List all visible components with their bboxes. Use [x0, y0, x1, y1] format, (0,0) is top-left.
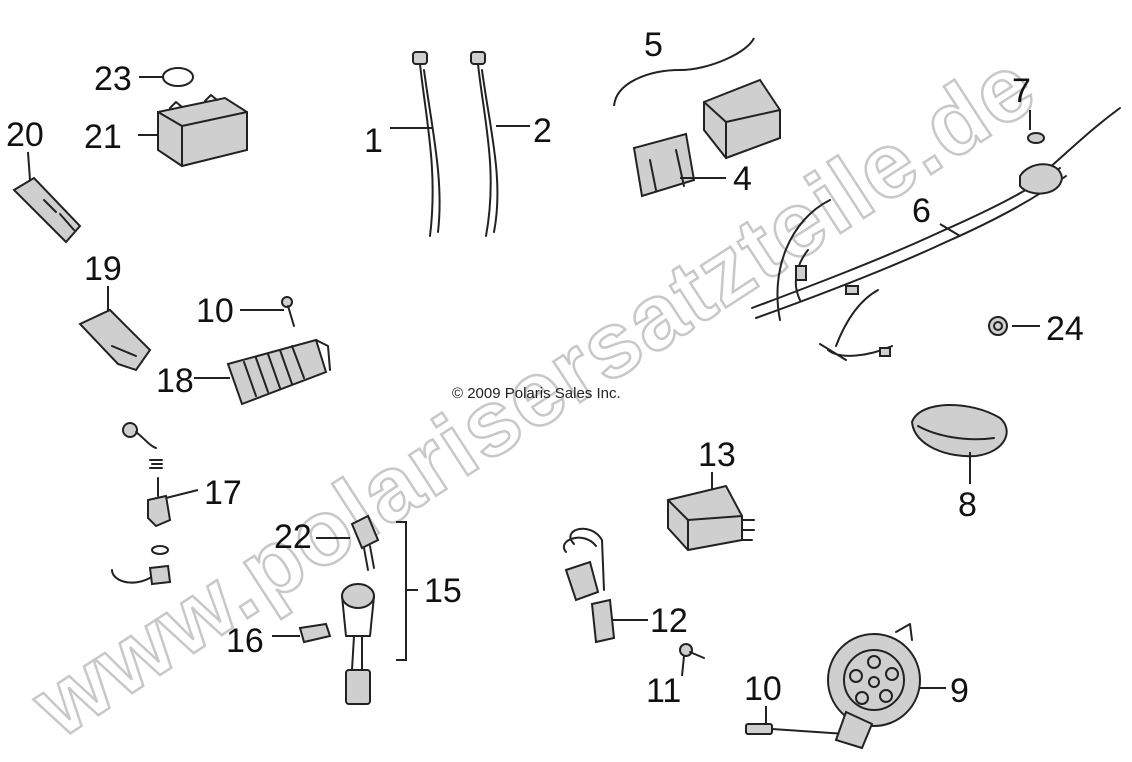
callout-9[interactable]: 9: [950, 672, 969, 710]
callout-1[interactable]: 1: [364, 122, 383, 160]
callout-21[interactable]: 21: [84, 118, 122, 156]
part-23-oring: [139, 67, 194, 87]
part-24-nut: [988, 316, 1040, 336]
callout-6[interactable]: 6: [912, 192, 931, 230]
part-2-wire: [470, 51, 530, 237]
part-15-ignition: [341, 521, 418, 705]
callout-10-lower[interactable]: 10: [744, 670, 782, 708]
callout-7[interactable]: 7: [1012, 72, 1031, 110]
callout-5[interactable]: 5: [644, 26, 663, 64]
part-22-key: [316, 514, 380, 571]
callout-20[interactable]: 20: [6, 116, 44, 154]
part-18-regulator: [194, 338, 331, 406]
part-7-clip: [1027, 110, 1045, 144]
callout-16[interactable]: 16: [226, 622, 264, 660]
callout-24[interactable]: 24: [1046, 310, 1084, 348]
part-1-wire: [390, 51, 441, 237]
callout-13[interactable]: 13: [698, 436, 736, 474]
callout-12[interactable]: 12: [650, 602, 688, 640]
callout-8[interactable]: 8: [958, 486, 977, 524]
callout-15[interactable]: 15: [424, 572, 462, 610]
part-12-coil: [563, 527, 648, 644]
part-8-housing: [910, 403, 1008, 484]
callout-10-upper[interactable]: 10: [196, 292, 234, 330]
part-4-module: [632, 78, 781, 198]
copyright-text: © 2009 Polaris Sales Inc.: [452, 385, 621, 402]
part-19-boot: [78, 286, 152, 372]
part-9-horn: [827, 623, 946, 750]
part-16-clip: [272, 622, 332, 644]
part-21-battery: [138, 94, 248, 168]
bracket-5: [613, 37, 755, 107]
callout-18[interactable]: 18: [156, 362, 194, 400]
part-20-connector: [12, 151, 82, 244]
part-11-screw: [679, 643, 705, 677]
callout-17[interactable]: 17: [204, 474, 242, 512]
part-17-switch: [111, 422, 199, 586]
callout-19[interactable]: 19: [84, 250, 122, 288]
part-10-bolt-lower: [745, 706, 847, 735]
callout-11[interactable]: 11: [646, 672, 681, 710]
part-6-harness: [751, 107, 1121, 361]
part-10-bolt-upper: [240, 296, 295, 327]
callout-4[interactable]: 4: [733, 160, 752, 198]
callout-2[interactable]: 2: [533, 112, 552, 150]
part-13-relay: [667, 472, 755, 552]
callout-23[interactable]: 23: [94, 60, 132, 98]
callout-22[interactable]: 22: [274, 518, 312, 556]
